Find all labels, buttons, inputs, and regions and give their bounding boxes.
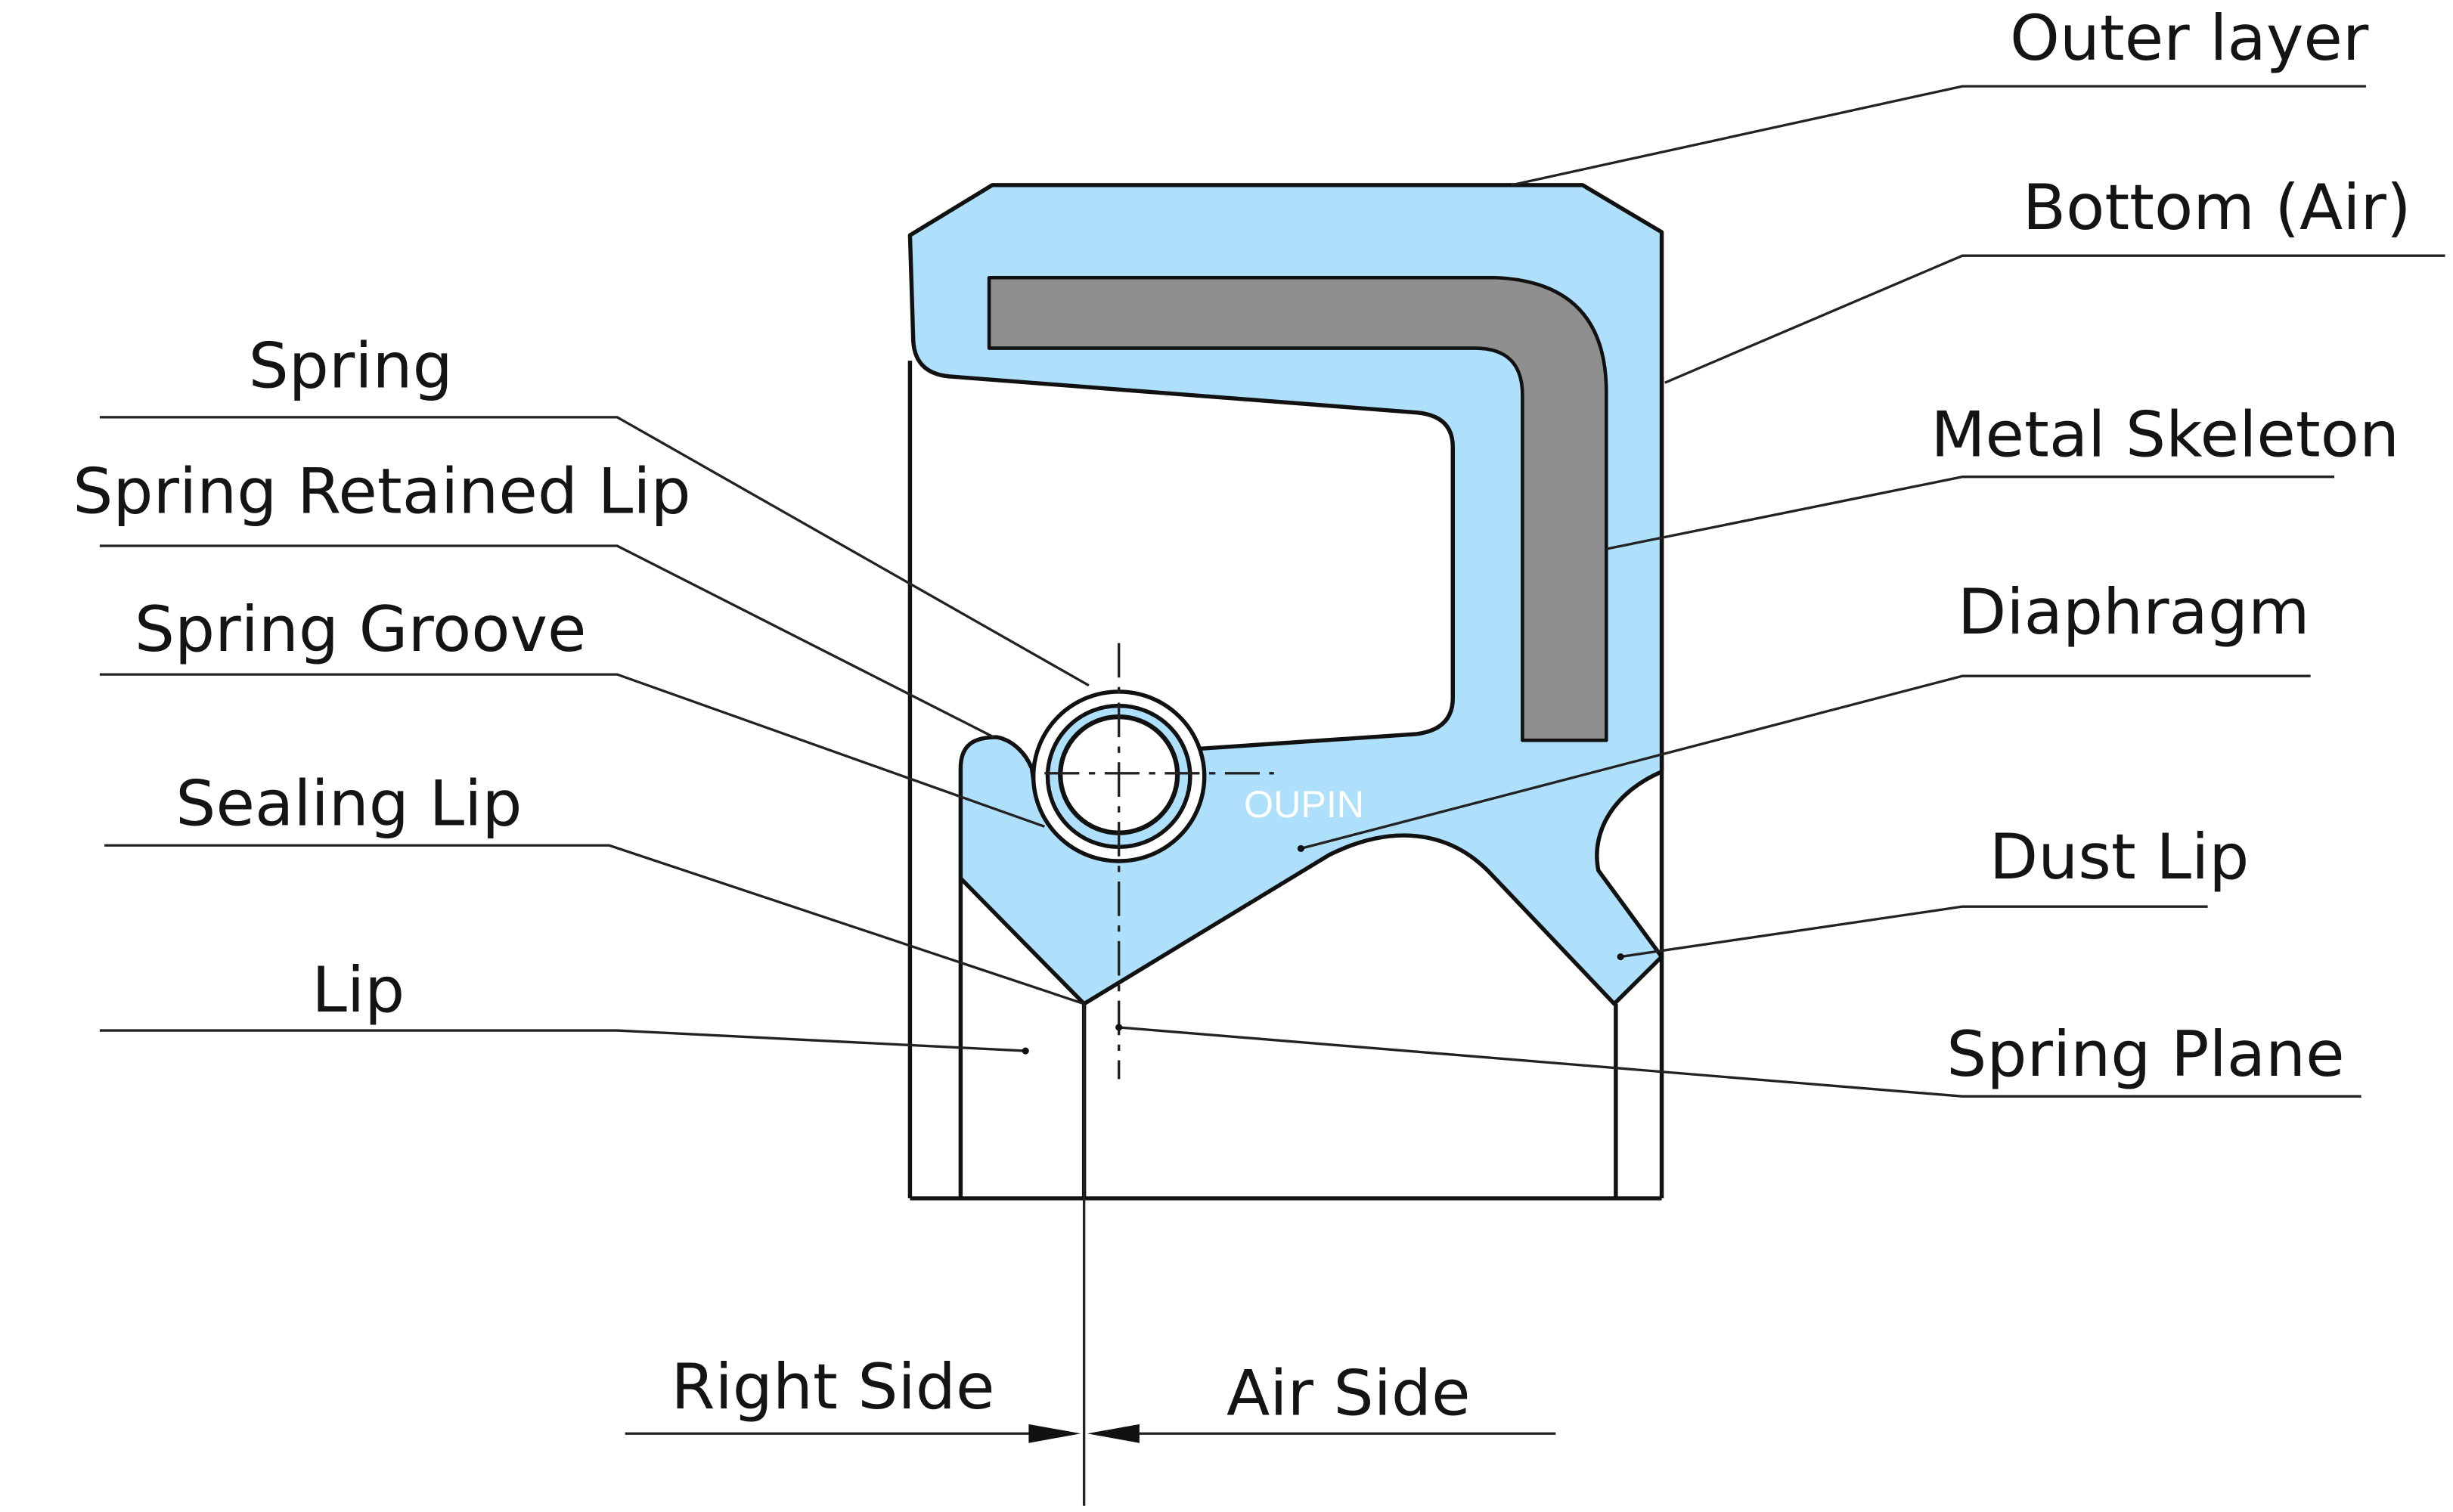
- label-lip: Lip: [312, 954, 405, 1027]
- label-metal-skeleton: Metal Skeleton: [1930, 398, 2399, 472]
- label-diaphragm: Diaphragm: [1958, 576, 2310, 649]
- label-bottom-air: Bottom (Air): [2023, 171, 2411, 244]
- right-side-arrowhead: [1028, 1424, 1081, 1443]
- label-outer-layer: Outer layer: [2010, 2, 2369, 75]
- leader-dots: [1022, 844, 1624, 1055]
- label-spring-retained-lip: Spring Retained Lip: [73, 455, 690, 528]
- spring-plane-lines: [1044, 643, 1274, 1080]
- label-spring: Spring: [249, 330, 453, 403]
- leader-lines-left: [99, 416, 1090, 1052]
- label-dust-lip: Dust Lip: [1989, 820, 2250, 894]
- air-side-arrowhead: [1087, 1424, 1140, 1443]
- label-air-side: Air Side: [1226, 1357, 1471, 1430]
- label-sealing-lip: Sealing Lip: [175, 767, 522, 841]
- side-dimension-arrows: [625, 1424, 1556, 1443]
- label-right-side: Right Side: [671, 1350, 994, 1424]
- leader-lines-right: [1118, 85, 2445, 1098]
- label-spring-plane: Spring Plane: [1946, 1018, 2344, 1092]
- metal-skeleton: [987, 275, 1608, 742]
- labels: Outer layer Bottom (Air) Metal Skeleton …: [73, 2, 2411, 1430]
- label-spring-groove: Spring Groove: [135, 593, 587, 666]
- watermark-text: OUPIN: [1244, 783, 1364, 826]
